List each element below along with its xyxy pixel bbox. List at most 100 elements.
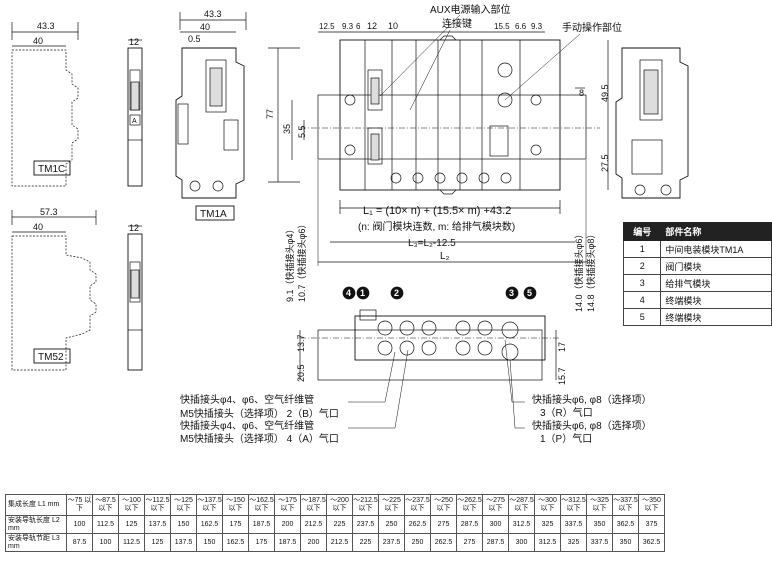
length-cell: ～112.5 以下 (144, 494, 171, 516)
right-note-3: 1（P）气口 (540, 432, 592, 445)
length-cell: 362.5 (612, 515, 639, 534)
length-cell: 350 (612, 533, 639, 552)
length-cell: 362.5 (638, 533, 665, 552)
part-no: 5 (622, 308, 662, 326)
side-view (615, 47, 689, 199)
length-cell: 187.5 (274, 533, 301, 552)
length-cell: ～87.5 以下 (92, 494, 119, 516)
parts-header-no: 编号 (622, 222, 662, 241)
length-cell: ～150 以下 (222, 494, 249, 516)
bottom-view: 13.7 20.5 17 15.7 4 1 2 3 5 快插接头φ4、φ6、空气… (180, 286, 652, 445)
front-dim-4: 10 (388, 21, 398, 31)
front-dim-8: 8 (579, 88, 584, 98)
tm1c-dim-body: 40 (33, 36, 43, 46)
part-name: 终端模块 (660, 291, 772, 309)
front-dim-3: 12 (367, 21, 377, 31)
tm52-view: 57.3 40 TM52 12 (11, 207, 143, 371)
length-cell: 162.5 (222, 533, 249, 552)
length-cell: ～100 以下 (118, 494, 145, 516)
l2-label: L₂ (440, 251, 450, 262)
front-view: 12.5 9.3 6 12 10 15.5 6.6 9.3 AUX电源输入部位 … (284, 3, 622, 312)
tm1a-view: 43.3 40 0.5 TM1A 77 35 5.5 (175, 9, 307, 221)
length-cell: 262.5 (430, 533, 457, 552)
length-cell: 150 (196, 533, 223, 552)
tm1c-view: 43.3 40 TM1C 12 A (11, 21, 143, 187)
l3-formula: L₃=L₂-12.5 (408, 238, 456, 249)
length-cell: ～337.5 以下 (612, 494, 639, 516)
callout-5: 5 (527, 288, 532, 298)
bottom-dim-17: 17 (557, 342, 567, 352)
length-cell: ～350 以下 (638, 494, 665, 516)
tm1c-dim-total: 43.3 (37, 21, 55, 31)
length-cell: 212.5 (326, 533, 353, 552)
length-cell: 225 (326, 515, 353, 534)
length-cell: ～312.5 以下 (560, 494, 587, 516)
length-cell: ～287.5 以下 (508, 494, 535, 516)
front-dim-275: 27.5 (600, 154, 610, 172)
length-cell: ～162.5 以下 (248, 494, 275, 516)
part-no: 1 (622, 240, 662, 258)
length-cell: ～175 以下 (274, 494, 301, 516)
tm1a-dim-35: 35 (282, 124, 292, 134)
length-cell: ～225 以下 (378, 494, 405, 516)
left-note-0: 快插接头φ4、φ6、空气纤维管 (180, 393, 314, 406)
front-dim-1: 9.3 (342, 22, 354, 31)
length-cell: 100 (66, 515, 93, 534)
length-cell: 312.5 (534, 533, 561, 552)
length-cell: ～200 以下 (326, 494, 353, 516)
length-cell: 375 (638, 515, 665, 534)
right-vert-1: 14.0（快插接头φ6） (573, 230, 584, 312)
callout-1: 1 (360, 288, 365, 298)
tm1a-dim-height: 77 (265, 109, 275, 119)
length-cell: 275 (430, 515, 457, 534)
length-cell: 162.5 (196, 515, 223, 534)
front-dim-5: 15.5 (494, 22, 510, 31)
length-row-label: 安装导轨节距 L3 mm (5, 533, 67, 552)
tm1a-dim-offset: 0.5 (188, 34, 201, 44)
manual-label: 手动操作部位 (562, 21, 622, 34)
length-cell: 287.5 (456, 515, 483, 534)
left-vert-1: 9.1（快插接头φ4） (284, 225, 295, 302)
length-cell: 112.5 (118, 533, 145, 552)
tm52-dim-side: 12 (129, 223, 139, 233)
length-cell: 112.5 (92, 515, 119, 534)
length-cell: ～300 以下 (534, 494, 561, 516)
length-cell: 262.5 (404, 515, 431, 534)
right-vert-2: 14.8（快插接头φ8） (585, 230, 596, 312)
front-dim-7: 9.3 (531, 22, 543, 31)
length-cell: ～250 以下 (430, 494, 457, 516)
bottom-dim-205: 20.5 (296, 364, 306, 382)
parts-header-name: 部件名称 (660, 222, 772, 241)
tm1c-label: TM1C (38, 164, 65, 175)
length-cell: 250 (378, 515, 405, 534)
length-cell: 350 (586, 515, 613, 534)
tm52-label: TM52 (38, 352, 64, 363)
tm1a-label: TM1A (200, 209, 227, 220)
part-no: 4 (622, 291, 662, 309)
left-note-3: M5快插接头（选择项） 4（A）气口 (180, 432, 339, 445)
length-cell: 212.5 (300, 515, 327, 534)
bottom-dim-157: 15.7 (557, 367, 567, 385)
length-cell: 325 (534, 515, 561, 534)
right-note-0: 快插接头φ6, φ8（选择项） (532, 393, 652, 406)
length-cell: 200 (274, 515, 301, 534)
length-cell: 175 (248, 533, 275, 552)
length-cell: 337.5 (560, 515, 587, 534)
length-cell: 125 (144, 533, 171, 552)
length-cell: 237.5 (352, 515, 379, 534)
length-cell: ～187.5 以下 (300, 494, 327, 516)
length-cell: ～237.5 以下 (404, 494, 431, 516)
length-cell: 125 (118, 515, 145, 534)
length-cell: 250 (404, 533, 431, 552)
left-note-2: 快插接头φ4、φ6、空气纤维管 (180, 419, 314, 432)
length-cell: 87.5 (66, 533, 93, 552)
length-table: 集成长度 L1 mm～75 以下～87.5 以下～100 以下～112.5 以下… (5, 494, 665, 552)
length-cell: 300 (508, 533, 535, 552)
